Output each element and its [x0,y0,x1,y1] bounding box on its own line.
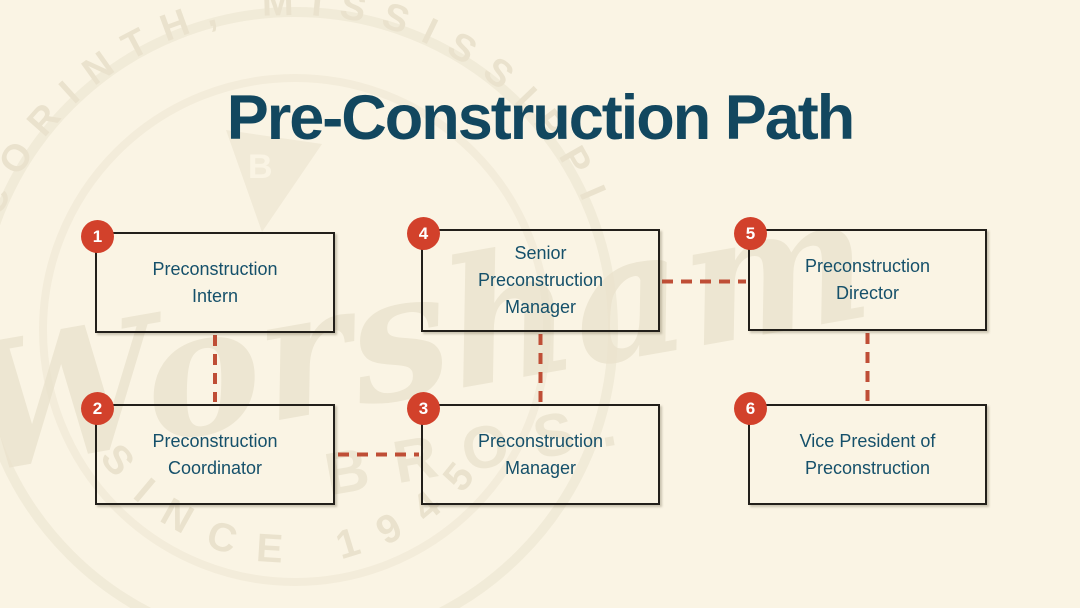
role-box-preconstruction-director: 5 Preconstruction Director [734,217,987,331]
step-number-badge: 3 [407,392,440,425]
role-box-vice-president-of-preconstruction: 6 Vice President of Preconstruction [734,392,987,505]
step-number-badge: 6 [734,392,767,425]
role-label: Preconstruction Director [804,256,931,303]
role-box-preconstruction-intern: 1 Preconstruction Intern [81,220,335,333]
role-label: Preconstruction Intern [152,258,278,306]
role-box-preconstruction-coordinator: 2 Preconstruction Coordinator [81,392,335,505]
role-label: Vice President of Preconstruction [799,430,936,478]
role-label: Preconstruction Manager [477,430,604,478]
role-label: Senior Preconstruction Manager [477,243,604,317]
page-title: Pre-Construction Path [226,83,856,153]
role-label: Preconstruction Coordinator [152,430,278,478]
step-number-badge: 2 [81,392,114,425]
role-box-preconstruction-manager: 3 Preconstruction Manager [407,392,660,505]
role-box-senior-preconstruction-manager: 4 Senior Preconstruction Manager [407,217,660,332]
step-number-badge: 4 [407,217,440,250]
step-number-badge: 1 [81,220,114,253]
step-number-badge: 5 [734,217,767,250]
